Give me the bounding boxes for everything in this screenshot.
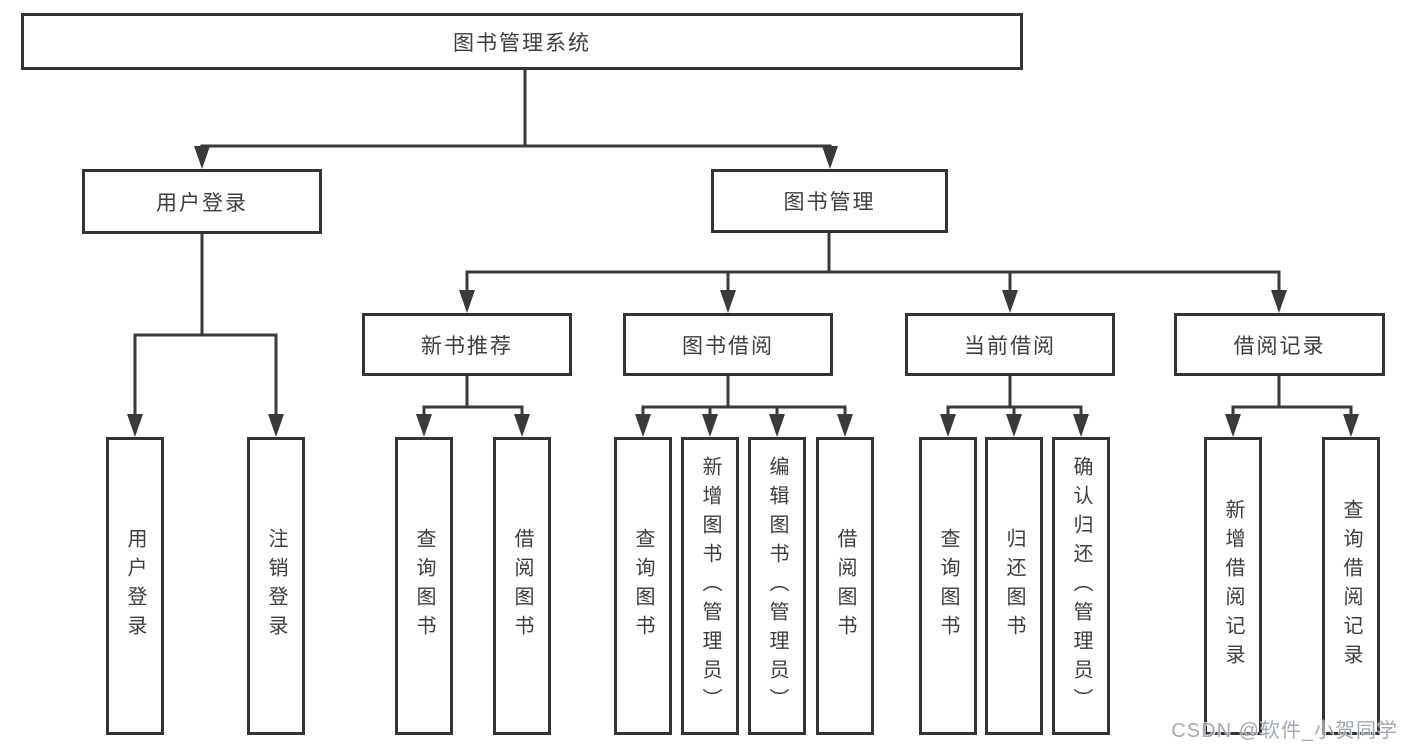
connector-borrow-record-branch <box>1231 376 1353 420</box>
arrowhead-icon <box>940 414 956 437</box>
connector-current-borrow-branch <box>946 376 1083 420</box>
node-book-borrow: 图书借阅 <box>623 313 833 376</box>
node-borrow-records: 借阅记录 <box>1174 313 1385 376</box>
arrowhead-icon <box>514 414 530 437</box>
watermark-text: CSDN @软件_小贺同学 <box>1171 720 1398 742</box>
leaf-logout: 注销登录 <box>247 437 305 735</box>
connector-new-book-branch <box>422 376 524 420</box>
arrowhead-icon <box>822 146 838 169</box>
leaf-borrow-books-2: 借阅图书 <box>816 437 874 735</box>
arrowhead-icon <box>635 414 651 437</box>
node-user-login: 用户登录 <box>82 169 322 234</box>
arrowhead-icon <box>1225 414 1241 437</box>
node-book-mgmt: 图书管理 <box>711 169 948 233</box>
connector-book-mgmt-branch <box>465 233 1281 296</box>
connector-book-borrow-branch <box>641 376 847 420</box>
arrowhead-icon <box>1002 290 1018 313</box>
arrowhead-icon <box>702 414 718 437</box>
arrowhead-icon <box>1073 414 1089 437</box>
arrowhead-icon <box>416 414 432 437</box>
leaf-add-borrow-record: 新增借阅记录 <box>1204 437 1262 735</box>
arrowhead-icon <box>459 290 475 313</box>
arrowhead-icon <box>769 414 785 437</box>
arrowhead-icon <box>194 146 210 169</box>
arrowhead-icon <box>837 414 853 437</box>
arrowhead-icon <box>1006 414 1022 437</box>
leaf-query-borrow-record: 查询借阅记录 <box>1322 437 1380 735</box>
arrowhead-icon <box>1271 290 1287 313</box>
leaf-query-books-2: 查询图书 <box>614 437 672 735</box>
arrowhead-icon <box>127 414 143 437</box>
leaf-add-book-admin: 新增图书（管理员） <box>681 437 739 735</box>
connector-root-to-level2 <box>200 70 832 148</box>
leaf-user-login: 用户登录 <box>106 437 164 735</box>
arrowhead-icon <box>268 414 284 437</box>
leaf-borrow-books: 借阅图书 <box>493 437 551 735</box>
node-root: 图书管理系统 <box>21 13 1023 70</box>
leaf-edit-book-admin: 编辑图书（管理员） <box>748 437 806 735</box>
leaf-return-book: 归还图书 <box>985 437 1043 735</box>
leaf-query-books: 查询图书 <box>395 437 453 735</box>
node-current-borrow: 当前借阅 <box>905 313 1115 376</box>
node-new-book-recommend: 新书推荐 <box>362 313 572 376</box>
arrowhead-icon <box>720 290 736 313</box>
arrowhead-icon <box>1343 414 1359 437</box>
leaf-query-books-3: 查询图书 <box>919 437 977 735</box>
connector-user-login-branch <box>133 234 278 420</box>
leaf-confirm-return-admin: 确认归还（管理员） <box>1052 437 1110 735</box>
